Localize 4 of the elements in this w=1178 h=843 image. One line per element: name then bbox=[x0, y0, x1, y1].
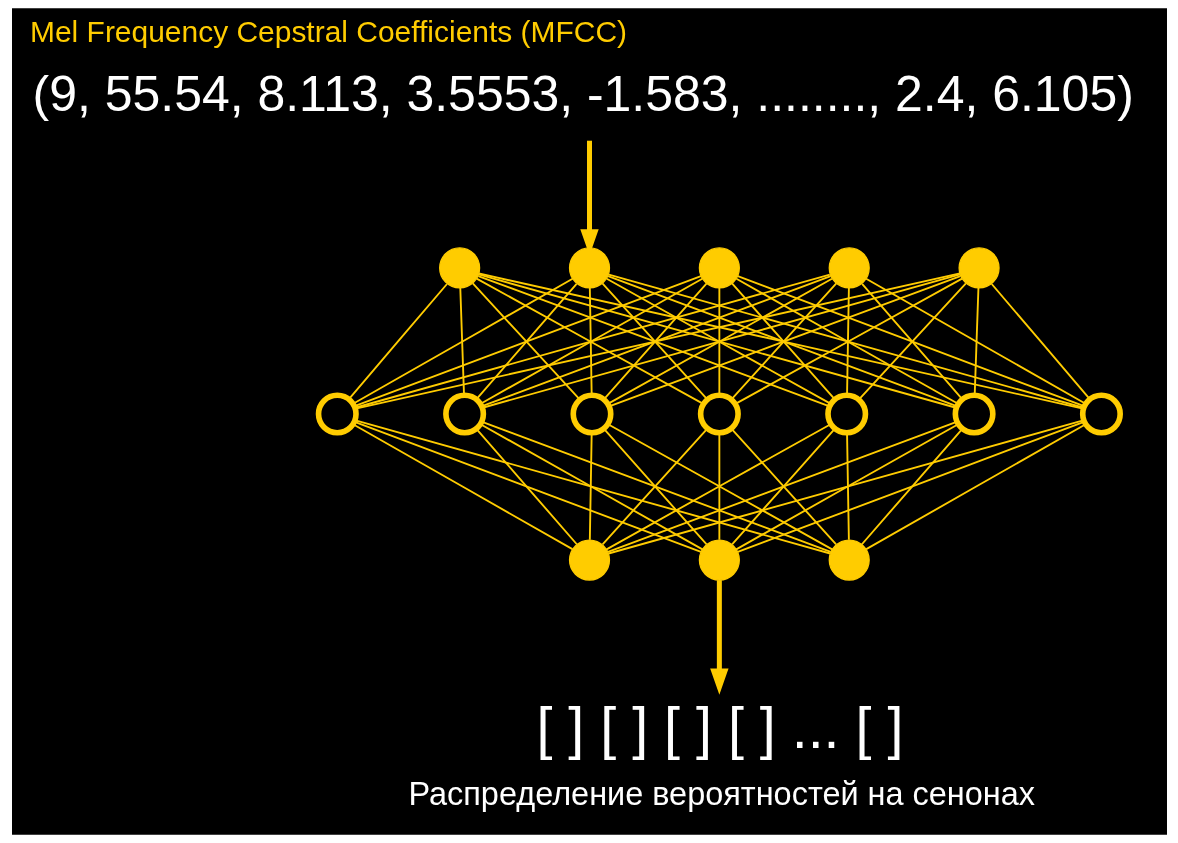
node-text: [ ] [ ] [ ] [ ] ... [ ] bbox=[535, 696, 903, 761]
diagram-title: Mel Frequency Cepstral Coefficients (MFCC) bbox=[29, 15, 627, 49]
node-label: Распределение вероятностей на сенонах bbox=[407, 775, 1035, 812]
node-text: (9, 55.54, 8.113, 3.5553, -1.583, ........, 2.4, 6.105) bbox=[32, 65, 1134, 122]
